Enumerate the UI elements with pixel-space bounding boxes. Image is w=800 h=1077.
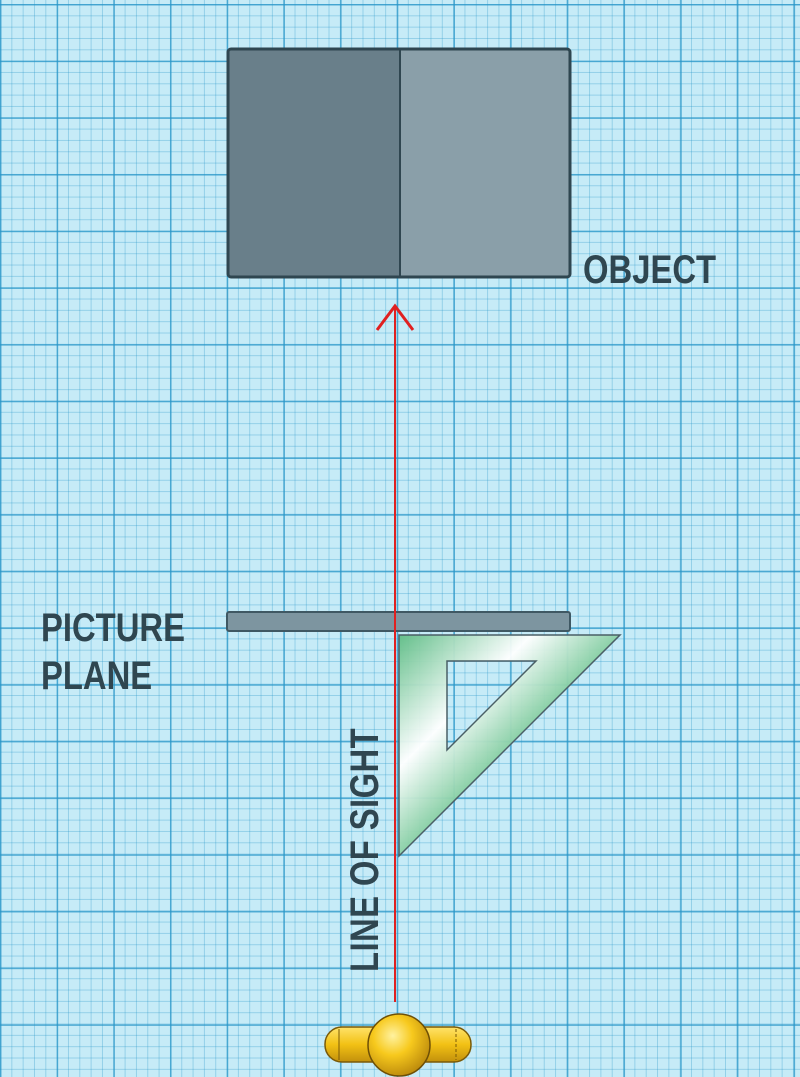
- object-label: OBJECT: [583, 248, 717, 292]
- eye-ball: [367, 1013, 431, 1077]
- arrowhead-icon: [375, 303, 415, 331]
- set-square: [398, 634, 622, 858]
- object-right-face: [400, 49, 570, 277]
- sight-line-arrow: [375, 303, 415, 1002]
- line-of-sight-label: LINE OF SIGHT: [343, 727, 387, 972]
- object-box: [226, 47, 572, 279]
- picture-plane-label-line2: PLANE: [41, 654, 153, 698]
- picture-plane-label-line1: PICTURE: [41, 606, 185, 650]
- picture-plane-label: PICTURE PLANE: [41, 604, 185, 700]
- eye-marker-icon: [324, 1013, 472, 1077]
- object-left-face: [228, 49, 400, 277]
- picture-plane: [226, 611, 571, 632]
